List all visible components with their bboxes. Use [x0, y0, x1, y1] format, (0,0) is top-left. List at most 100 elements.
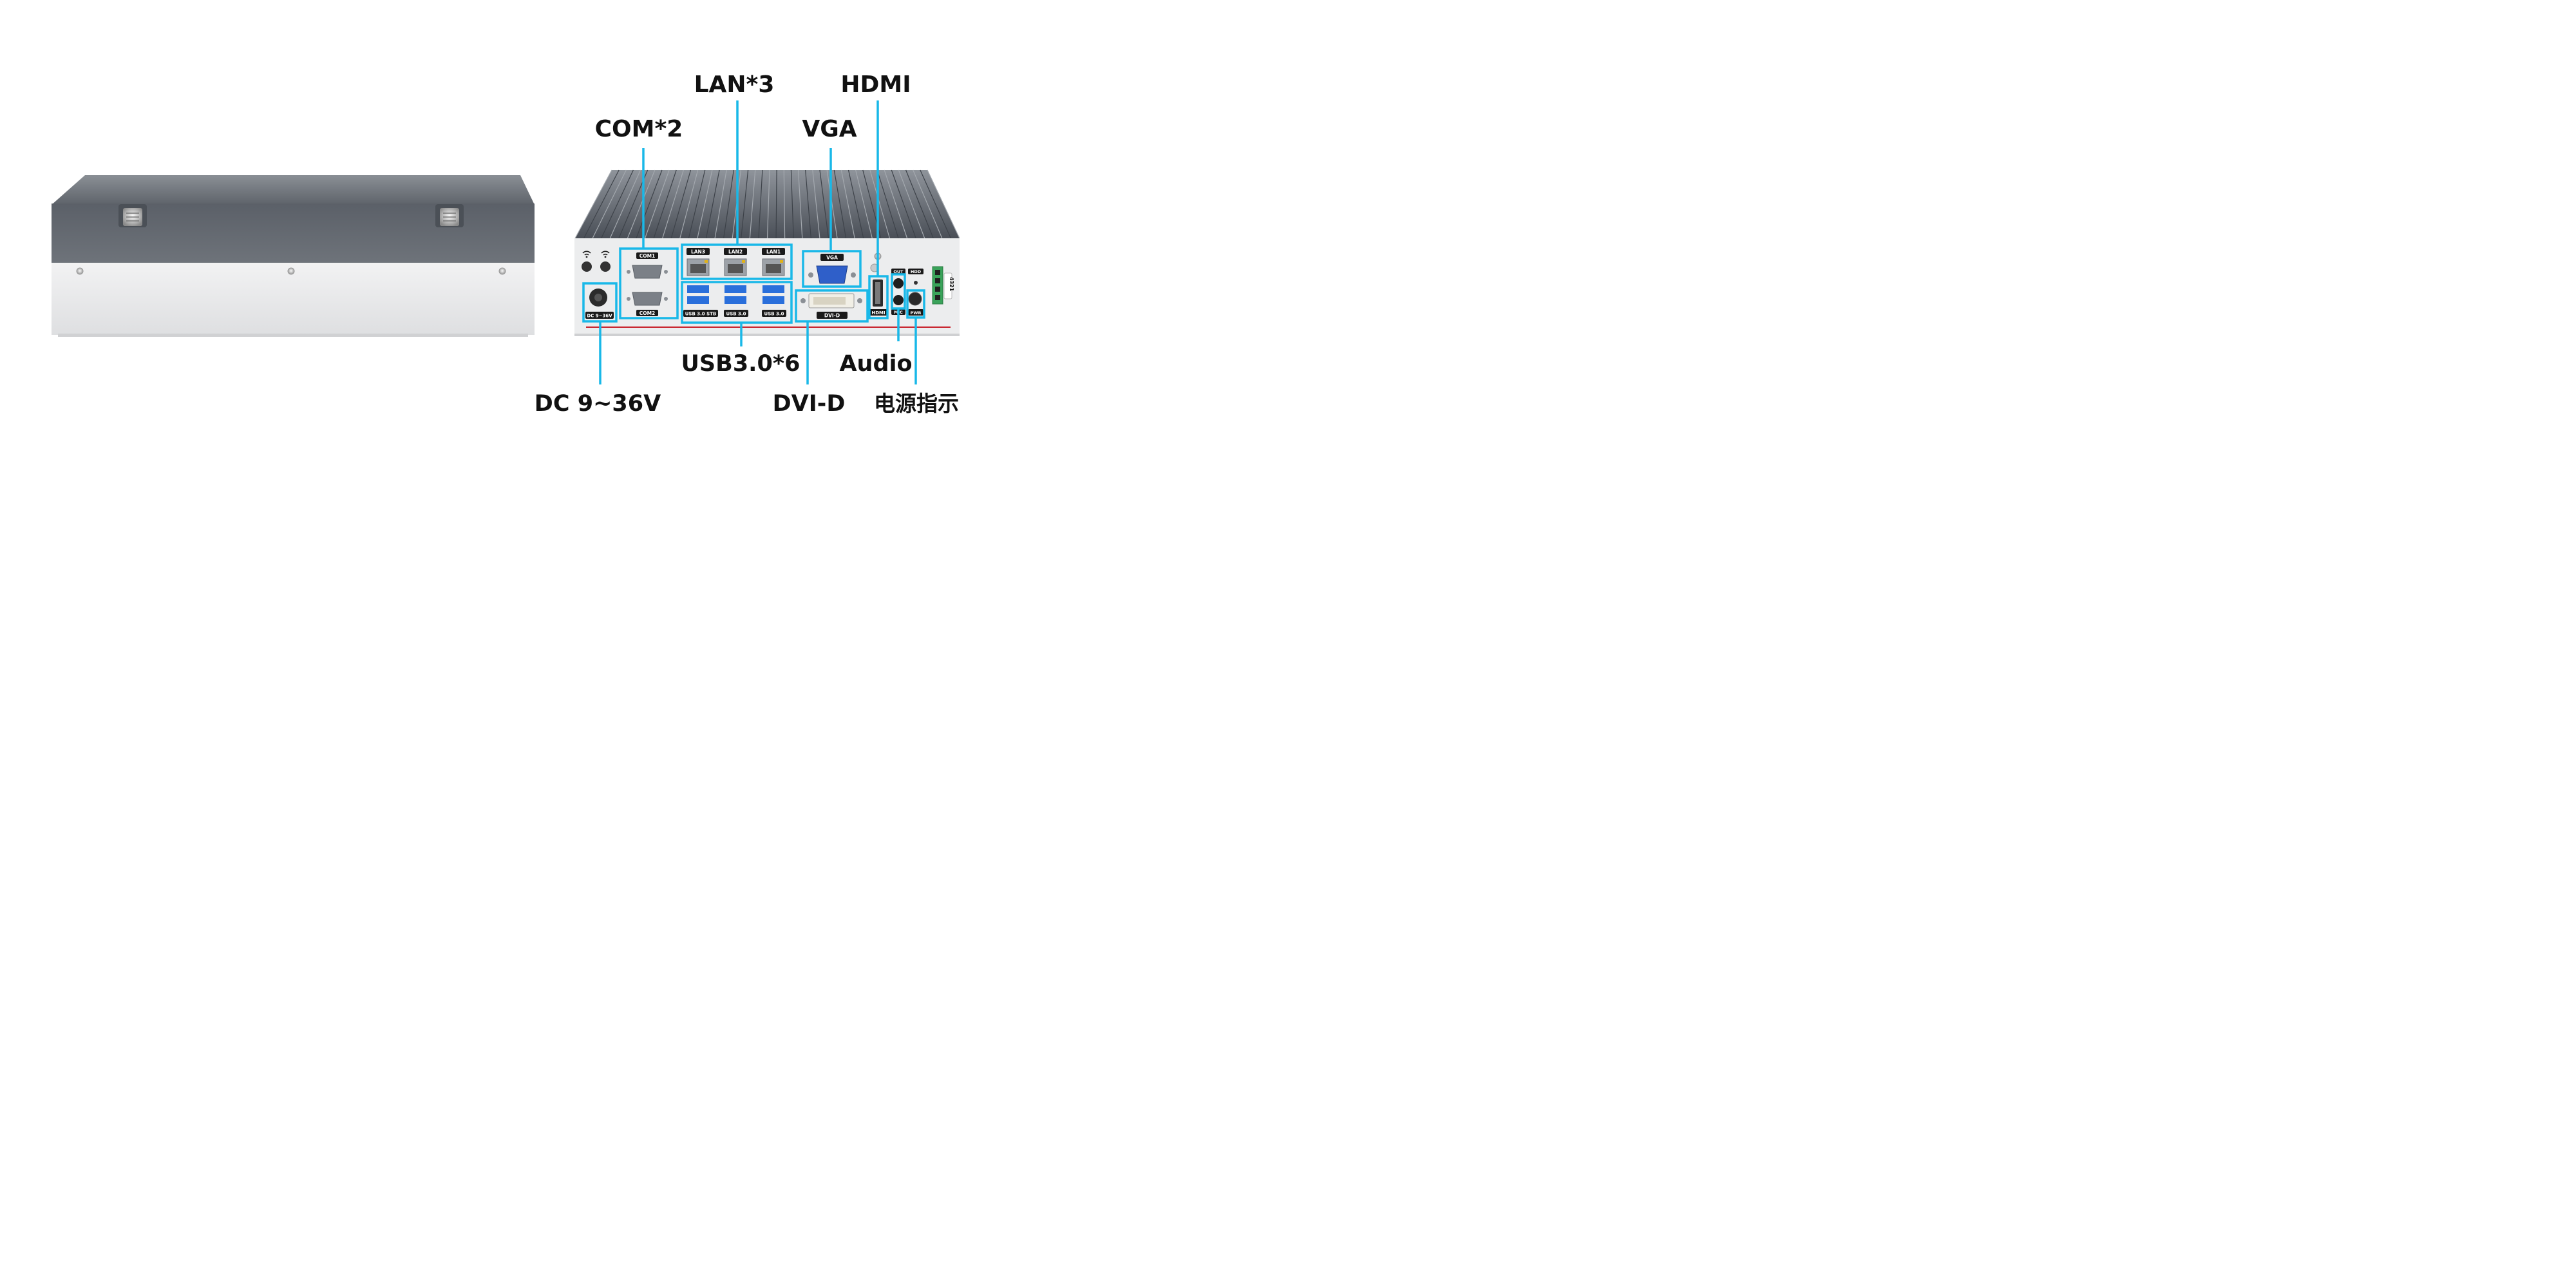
heatsink-fin [891, 169, 916, 239]
heatsink-fin [723, 169, 734, 239]
heatsink-fin [741, 169, 749, 239]
terminal-block-icon: 4321 [932, 266, 954, 305]
heatsink-fin [855, 169, 873, 239]
heatsink-top [575, 170, 960, 238]
heatsink-fin [775, 169, 777, 239]
heatsink-fin [574, 169, 612, 239]
heatsink-fin [601, 169, 634, 239]
power-button-icon [908, 292, 922, 306]
dvi-port-label: DVI-D [824, 313, 840, 319]
hdmi-callout-label: HDMI [840, 71, 911, 98]
db9-serial-icon [627, 265, 668, 279]
heatsink-fin [636, 169, 663, 239]
vga-callout-label: VGA [802, 116, 857, 142]
heatsink-fin [688, 169, 706, 239]
lan3-port-label: LAN3 [691, 249, 705, 255]
heatsink-fin [679, 169, 699, 239]
hdmi-port-label: HDMI [871, 310, 885, 316]
lan1-port-label: LAN1 [766, 249, 781, 255]
heatsink-fin [797, 169, 803, 239]
heatsink-fin [583, 169, 620, 239]
callout-boxes [582, 243, 925, 324]
audio-jack-icon [893, 278, 904, 289]
heatsink-fin [913, 169, 943, 239]
heatsink-fin [876, 169, 899, 239]
heatsink-fin [826, 169, 838, 239]
screw-icon [498, 267, 506, 275]
usb-icon [724, 285, 746, 304]
hdmi-port-icon [873, 279, 883, 307]
db9-serial-icon [627, 292, 668, 306]
heatsink-fin [609, 169, 641, 239]
heatsink-fin [920, 169, 951, 239]
usb-highlight-box [681, 281, 793, 324]
heatsink-fin [592, 169, 627, 239]
com-ports: COM1 COM2 [627, 252, 668, 316]
heatsink-fin [749, 169, 756, 239]
dvi-highlight-box [795, 289, 869, 323]
audio-callout-label: Audio [839, 351, 912, 377]
pwr-button-label: PWR [911, 310, 922, 316]
screw-icon [435, 204, 464, 227]
rj45-icon [724, 258, 747, 276]
heatsink-fin [758, 169, 763, 239]
heatsink-fin [819, 169, 829, 239]
wifi-antenna-icon [600, 251, 611, 272]
vga-port-label: VGA [826, 255, 838, 261]
heatsink-fin [848, 169, 864, 239]
usb-icon [687, 285, 709, 304]
audio-ports: OUT MIC [891, 269, 905, 315]
screw-icon [118, 204, 147, 227]
vga-port: VGA [808, 254, 856, 284]
usb-stb-port-label: USB 3.0 STB [685, 312, 717, 317]
screw-icon [287, 267, 295, 275]
heatsink-fin [884, 169, 908, 239]
com-callout-label: COM*2 [595, 116, 683, 142]
callout-labels: COM*2 LAN*3 VGA HDMI DC 9~36V USB3.0*6 D… [535, 71, 959, 417]
heatsink-fin [697, 169, 713, 239]
heatsink-fin [653, 169, 677, 239]
lan2-port-label: LAN2 [728, 249, 743, 255]
dc-jack-icon: DC 9~36V [585, 289, 614, 319]
rj45-icon [687, 258, 710, 276]
audio-out-label: OUT [893, 269, 904, 274]
status-area: HDD PWR [908, 269, 923, 316]
heatsink-fin [927, 169, 960, 239]
callout-lines [599, 100, 917, 384]
heatsink-fin [898, 169, 925, 239]
dvi-callout-label: DVI-D [773, 391, 846, 417]
heatsink-fin [812, 169, 820, 239]
dc-port-label: DC 9~36V [587, 314, 612, 319]
usb-icon [762, 285, 784, 304]
heatsink-fin [869, 169, 891, 239]
rj45-icon [762, 258, 785, 276]
dc-callout-label: DC 9~36V [535, 391, 661, 417]
side-base [52, 263, 535, 335]
dvi-port: DVI-D [800, 293, 862, 319]
lan-ports: LAN3 LAN2 LAN1 [687, 248, 785, 276]
heatsink-fin [766, 169, 770, 239]
heatsink-fin [833, 169, 847, 239]
power-indicator-callout-label: 电源指示 [874, 391, 959, 416]
com2-port-label: COM2 [639, 310, 656, 316]
heatsink-fin [627, 169, 656, 239]
hdmi-port: HDMI [869, 279, 887, 316]
side-base-lip [58, 334, 528, 337]
heatsink-fin [644, 169, 670, 239]
heatsink-fin [905, 169, 934, 239]
heatsink-fin [714, 169, 727, 239]
wifi-antenna-icon [582, 251, 592, 272]
dvi-port-icon [800, 293, 862, 308]
hdd-led-label: HDD [911, 269, 922, 274]
usb-callout-label: USB3.0*6 [681, 351, 800, 377]
lan-callout-label: LAN*3 [694, 71, 775, 98]
screw-icon [76, 267, 84, 275]
heatsink-fin [670, 169, 692, 239]
heatsink-fin [705, 169, 720, 239]
usb-a-port-label: USB 3.0 [726, 312, 746, 317]
panel-bottom-edge [574, 334, 960, 336]
side-view-device [52, 175, 535, 337]
com1-port-label: COM1 [639, 253, 656, 259]
led-icon [914, 281, 918, 285]
heatsink-fin [805, 169, 811, 239]
